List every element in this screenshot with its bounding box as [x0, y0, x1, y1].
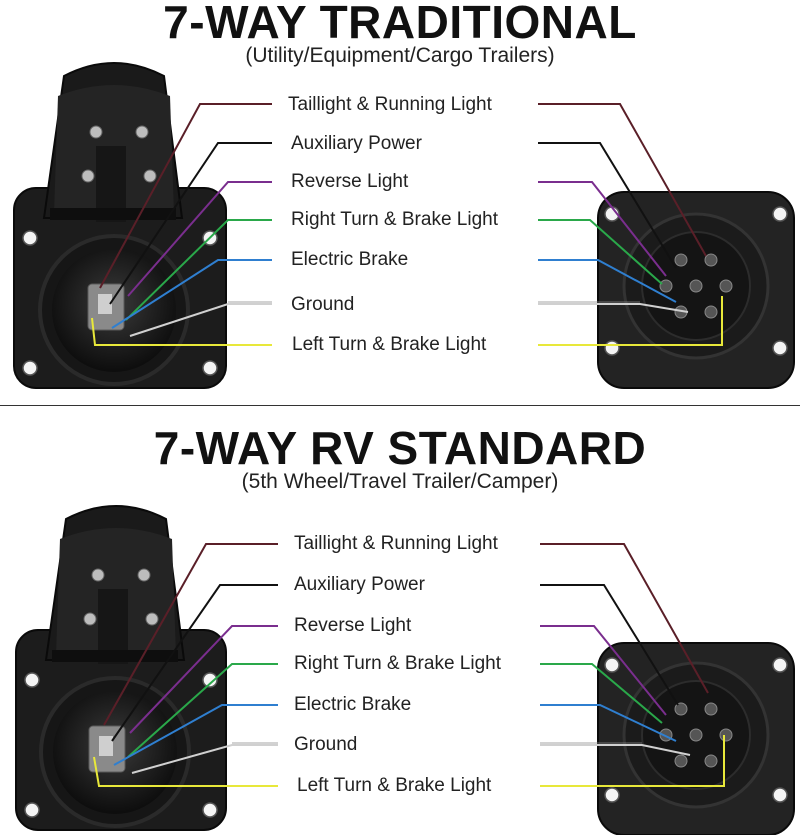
plug-terminal [690, 280, 702, 292]
socket-connector [14, 63, 226, 388]
mounting-hole [25, 803, 39, 817]
mounting-hole [203, 803, 217, 817]
mounting-hole [25, 673, 39, 687]
mounting-hole [773, 658, 787, 672]
plug-terminal [675, 755, 687, 767]
plug-terminal [705, 306, 717, 318]
diagram-subtitle: (5th Wheel/Travel Trailer/Camper) [0, 470, 800, 494]
diagram-rv-standard: 7-WAY RV STANDARD (5th Wheel/Travel Trai… [0, 425, 800, 835]
label-right-turn-brake: Right Turn & Brake Light [294, 653, 501, 675]
plug-terminal [705, 254, 717, 266]
label-auxiliary-power: Auxiliary Power [291, 133, 422, 155]
label-taillight: Taillight & Running Light [288, 94, 492, 116]
mounting-hole [23, 361, 37, 375]
plug-terminal [660, 280, 672, 292]
socket-connector [16, 506, 226, 830]
section-divider [0, 405, 800, 406]
label-reverse-light: Reverse Light [291, 171, 408, 193]
plug-terminal [720, 729, 732, 741]
plug-terminal [705, 703, 717, 715]
label-right-turn-brake: Right Turn & Brake Light [291, 209, 498, 231]
label-electric-brake: Electric Brake [294, 694, 411, 716]
plug-terminal [720, 280, 732, 292]
plug-terminal [705, 755, 717, 767]
cover-screw [90, 126, 102, 138]
label-ground: Ground [291, 294, 354, 316]
label-taillight: Taillight & Running Light [294, 533, 498, 555]
mounting-hole [773, 341, 787, 355]
cover-screw [144, 170, 156, 182]
cover-screw [92, 569, 104, 581]
cover-hinge [52, 650, 178, 662]
plug-terminal [690, 729, 702, 741]
label-auxiliary-power: Auxiliary Power [294, 574, 425, 596]
label-ground: Ground [294, 734, 357, 756]
label-electric-brake: Electric Brake [291, 249, 408, 271]
mounting-hole [605, 341, 619, 355]
plug-rear-connector [598, 192, 794, 388]
label-reverse-light: Reverse Light [294, 615, 411, 637]
diagram-title: 7-WAY TRADITIONAL [0, 0, 800, 45]
mounting-hole [23, 231, 37, 245]
mounting-hole [773, 788, 787, 802]
diagram-title: 7-WAY RV STANDARD [0, 425, 800, 471]
diagram-subtitle: (Utility/Equipment/Cargo Trailers) [0, 44, 800, 68]
mounting-hole [203, 361, 217, 375]
cover-screw [82, 170, 94, 182]
terminal-contact [99, 736, 113, 756]
plug-terminal [675, 254, 687, 266]
cover-screw [84, 613, 96, 625]
diagram-traditional: 7-WAY TRADITIONAL (Utility/Equipment/Car… [0, 0, 800, 410]
cover-screw [138, 569, 150, 581]
label-left-turn-brake: Left Turn & Brake Light [292, 334, 486, 356]
mounting-hole [773, 207, 787, 221]
terminal-contact [98, 294, 112, 314]
cover-hinge [50, 208, 176, 220]
cover-screw [136, 126, 148, 138]
mounting-hole [605, 658, 619, 672]
mounting-hole [605, 788, 619, 802]
cover-screw [146, 613, 158, 625]
label-left-turn-brake: Left Turn & Brake Light [297, 775, 491, 797]
